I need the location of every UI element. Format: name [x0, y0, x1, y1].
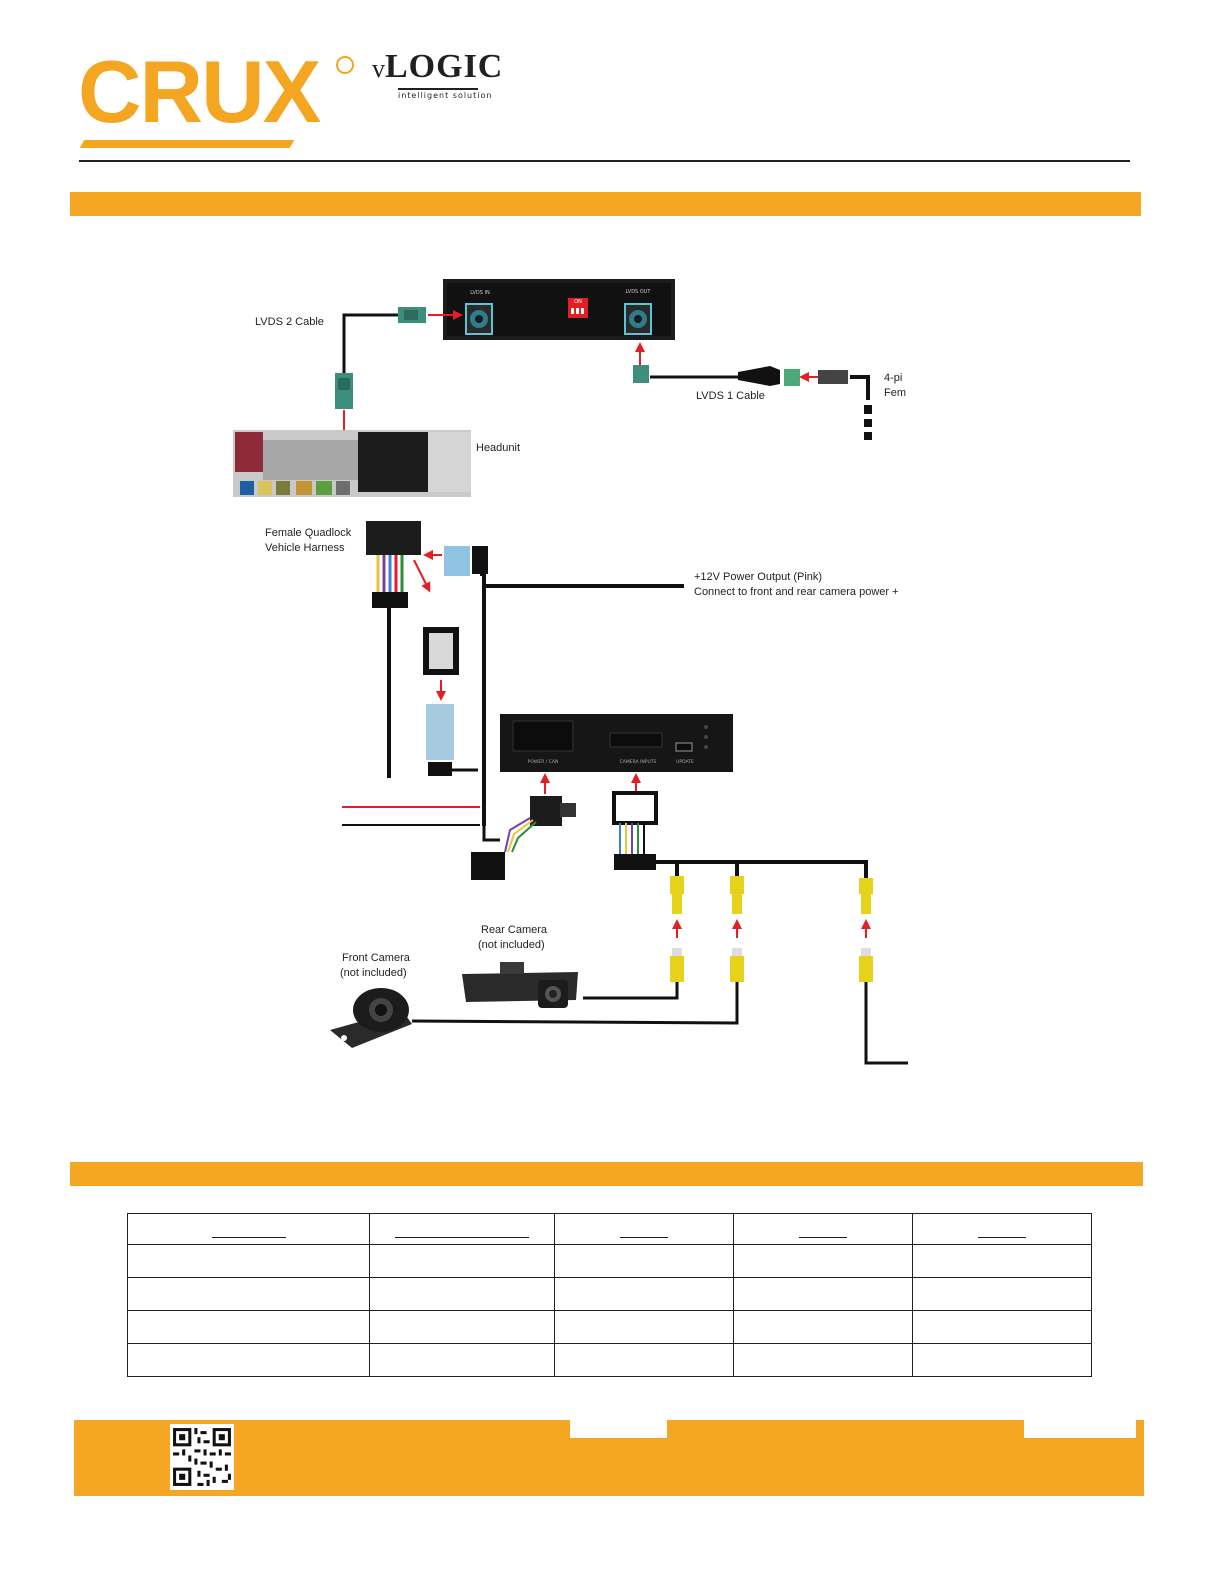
lvds-in-text: LVDS IN	[470, 290, 490, 296]
power-can-text: POWER / CAN	[528, 759, 559, 765]
table-header-cell	[733, 1213, 913, 1245]
camera-inputs-harness	[612, 773, 868, 880]
camera-inputs-text: CAMERA INPUTS	[620, 759, 657, 765]
registered-mark-icon	[336, 56, 354, 74]
update-text: UPDATE	[676, 759, 694, 765]
table-header-cell	[554, 1213, 734, 1245]
rear-camera-label-1: Rear Camera	[481, 924, 548, 936]
footer-notch	[570, 1420, 667, 1438]
rca-connector-3	[859, 878, 908, 1065]
table-header-row	[127, 1213, 1092, 1245]
front-camera	[330, 988, 412, 1048]
lvds-out-text: LVDS OUT	[626, 289, 652, 295]
lvds1-cable	[633, 342, 872, 440]
quadlock-label-1: Female Quadlock	[265, 527, 352, 539]
lvds-interface-module: LVDS IN LVDS OUT ON	[443, 279, 675, 340]
quadlock-harness	[366, 521, 684, 826]
rca-connector-2	[411, 876, 744, 1025]
footer-notch	[1024, 1420, 1136, 1438]
dip-on-text: ON	[574, 299, 582, 305]
dip-switch	[568, 298, 588, 318]
lvds2-cable-label: LVDS 2 Cable	[255, 316, 324, 328]
crux-logo: CRUX	[78, 42, 321, 141]
quadlock-label-2: Vehicle Harness	[265, 542, 345, 554]
headunit-label: Headunit	[476, 442, 521, 454]
headunit-device	[233, 430, 471, 497]
qr-code-icon	[170, 1425, 234, 1489]
vlogic-logo: vLOGIC intelligent solution	[372, 48, 504, 100]
brand-logo-area: CRUX vLOGIC intelligent solution	[78, 42, 502, 154]
table-row	[127, 1310, 1092, 1344]
power-output-label-2: Connect to front and rear camera power +	[694, 586, 899, 598]
section-band-top	[70, 192, 1141, 216]
table-header-cell	[912, 1213, 1092, 1245]
vlogic-name: LOGIC	[385, 48, 504, 85]
section-band-middle	[70, 1162, 1143, 1186]
rear-camera	[462, 962, 578, 1008]
table-row	[127, 1244, 1092, 1278]
lvds-out-port	[624, 303, 652, 335]
table-header-cell	[369, 1213, 555, 1245]
rca-connector-1	[583, 876, 684, 1000]
rear-camera-label-2: (not included)	[478, 939, 545, 951]
table-header-cell	[127, 1213, 370, 1245]
table-row	[127, 1277, 1092, 1311]
fourpin-label-1: 4-pi	[884, 372, 903, 384]
front-camera-label-1: Front Camera	[342, 952, 410, 964]
header-rule	[79, 160, 1130, 162]
front-camera-label-2: (not included)	[340, 967, 407, 979]
power-can-harness	[471, 773, 576, 880]
spec-table	[127, 1213, 1092, 1377]
lvds1-cable-label: LVDS 1 Cable	[696, 390, 765, 402]
camera-interface-module: POWER / CAN CAMERA INPUTS UPDATE	[500, 714, 733, 772]
power-output-label-1: +12V Power Output (Pink)	[694, 571, 823, 583]
fourpin-label-2: Fem	[884, 387, 906, 399]
qr-code[interactable]	[170, 1424, 234, 1490]
lvds-in-port	[465, 303, 493, 335]
table-row	[127, 1343, 1092, 1377]
vlogic-tagline: intelligent solution	[398, 88, 491, 100]
vlogic-prefix: v	[372, 54, 385, 83]
